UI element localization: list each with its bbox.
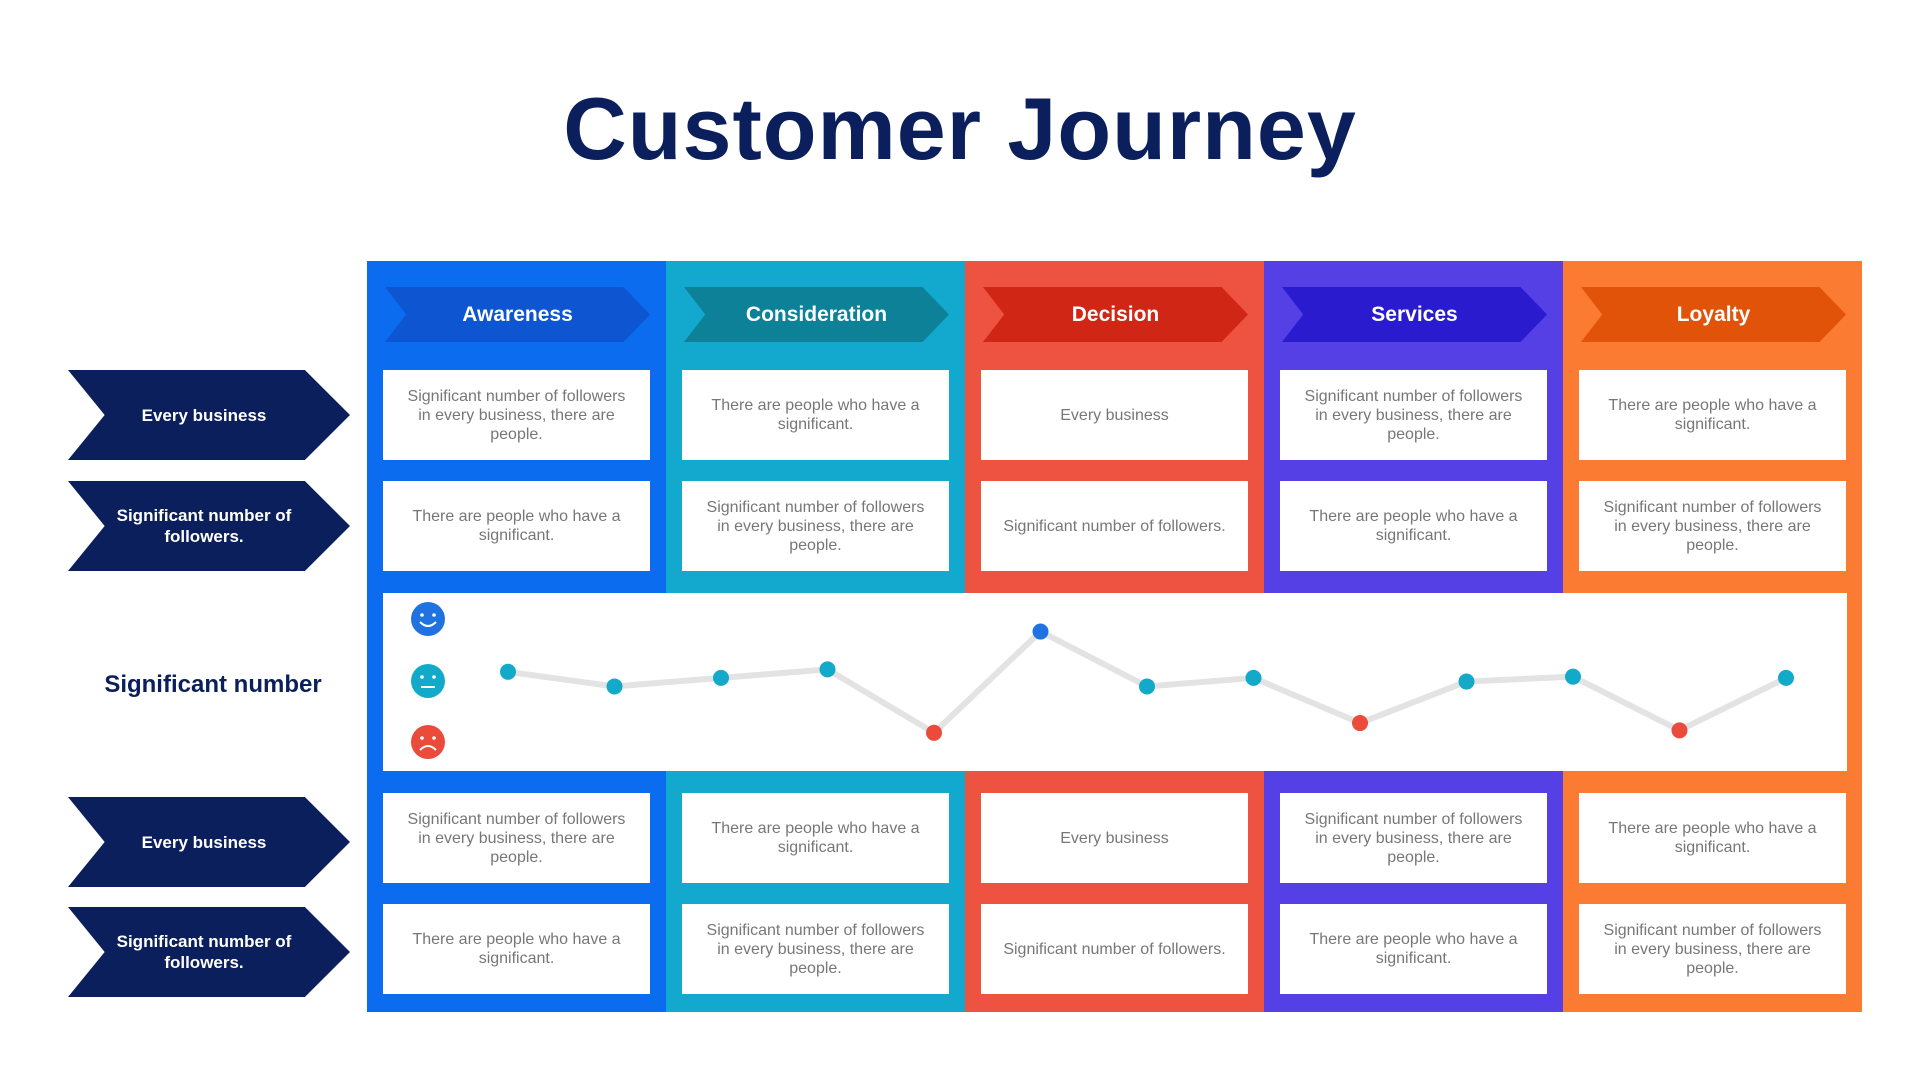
- emotion-point-12: [1671, 722, 1688, 739]
- stage-card: There are people who have a significant.: [682, 370, 949, 460]
- row-label-4: Significant number of followers.: [68, 907, 350, 997]
- emotion-point-3: [713, 669, 729, 686]
- stage-card: There are people who have a significant.: [682, 793, 949, 883]
- emotion-point-4: [819, 661, 836, 678]
- stage-card: Significant number of followers in every…: [1579, 481, 1846, 571]
- stage-card: Significant number of followers in every…: [682, 904, 949, 994]
- emotion-point-10: [1458, 673, 1475, 690]
- emotion-chart-panel: [383, 593, 1847, 771]
- stage-card: Significant number of followers in every…: [1280, 793, 1547, 883]
- sad-face-icon: [411, 725, 445, 759]
- stage-header: Awareness: [385, 287, 650, 342]
- emotion-row-label: Significant number: [104, 671, 322, 698]
- stage-card: There are people who have a significant.: [1579, 793, 1846, 883]
- emotion-point-13: [1778, 669, 1794, 686]
- stage-card: Significant number of followers in every…: [1579, 904, 1846, 994]
- emotion-point-6: [1032, 623, 1049, 640]
- row-label-1: Every business: [68, 370, 350, 460]
- stage-header: Consideration: [684, 287, 949, 342]
- emotion-line-chart: [411, 602, 1794, 759]
- neutral-face-icon: [411, 664, 445, 698]
- stage-card: Significant number of followers in every…: [383, 793, 650, 883]
- emotion-point-9: [1352, 715, 1368, 732]
- stage-card: Significant number of followers.: [981, 481, 1248, 571]
- stage-header: Services: [1282, 287, 1547, 342]
- emotion-points: [500, 623, 1794, 741]
- stage-card: There are people who have a significant.: [1280, 481, 1547, 571]
- stage-card: Significant number of followers.: [981, 904, 1248, 994]
- stage-card: Significant number of followers in every…: [383, 370, 650, 460]
- stage-card: Significant number of followers in every…: [1280, 370, 1547, 460]
- row-label-2: Significant number of followers.: [68, 481, 350, 571]
- emotion-point-7: [1139, 678, 1155, 695]
- stage-header: Loyalty: [1581, 287, 1846, 342]
- emotion-point-5: [926, 724, 942, 741]
- stage-card: Significant number of followers in every…: [682, 481, 949, 571]
- stage-card: There are people who have a significant.: [1579, 370, 1846, 460]
- stage-card: Every business: [981, 370, 1248, 460]
- page-title: Customer Journey: [563, 79, 1357, 178]
- emotion-point-1: [500, 663, 516, 680]
- stage-card: There are people who have a significant.: [383, 481, 650, 571]
- emotion-point-11: [1565, 668, 1581, 685]
- emotion-point-2: [606, 678, 623, 695]
- happy-face-icon: [411, 602, 445, 636]
- row-label-3: Every business: [68, 797, 350, 887]
- stage-header: Decision: [983, 287, 1248, 342]
- stage-card: Every business: [981, 793, 1248, 883]
- stage-card: There are people who have a significant.: [1280, 904, 1547, 994]
- stage-card: There are people who have a significant.: [383, 904, 650, 994]
- emotion-point-8: [1245, 669, 1262, 686]
